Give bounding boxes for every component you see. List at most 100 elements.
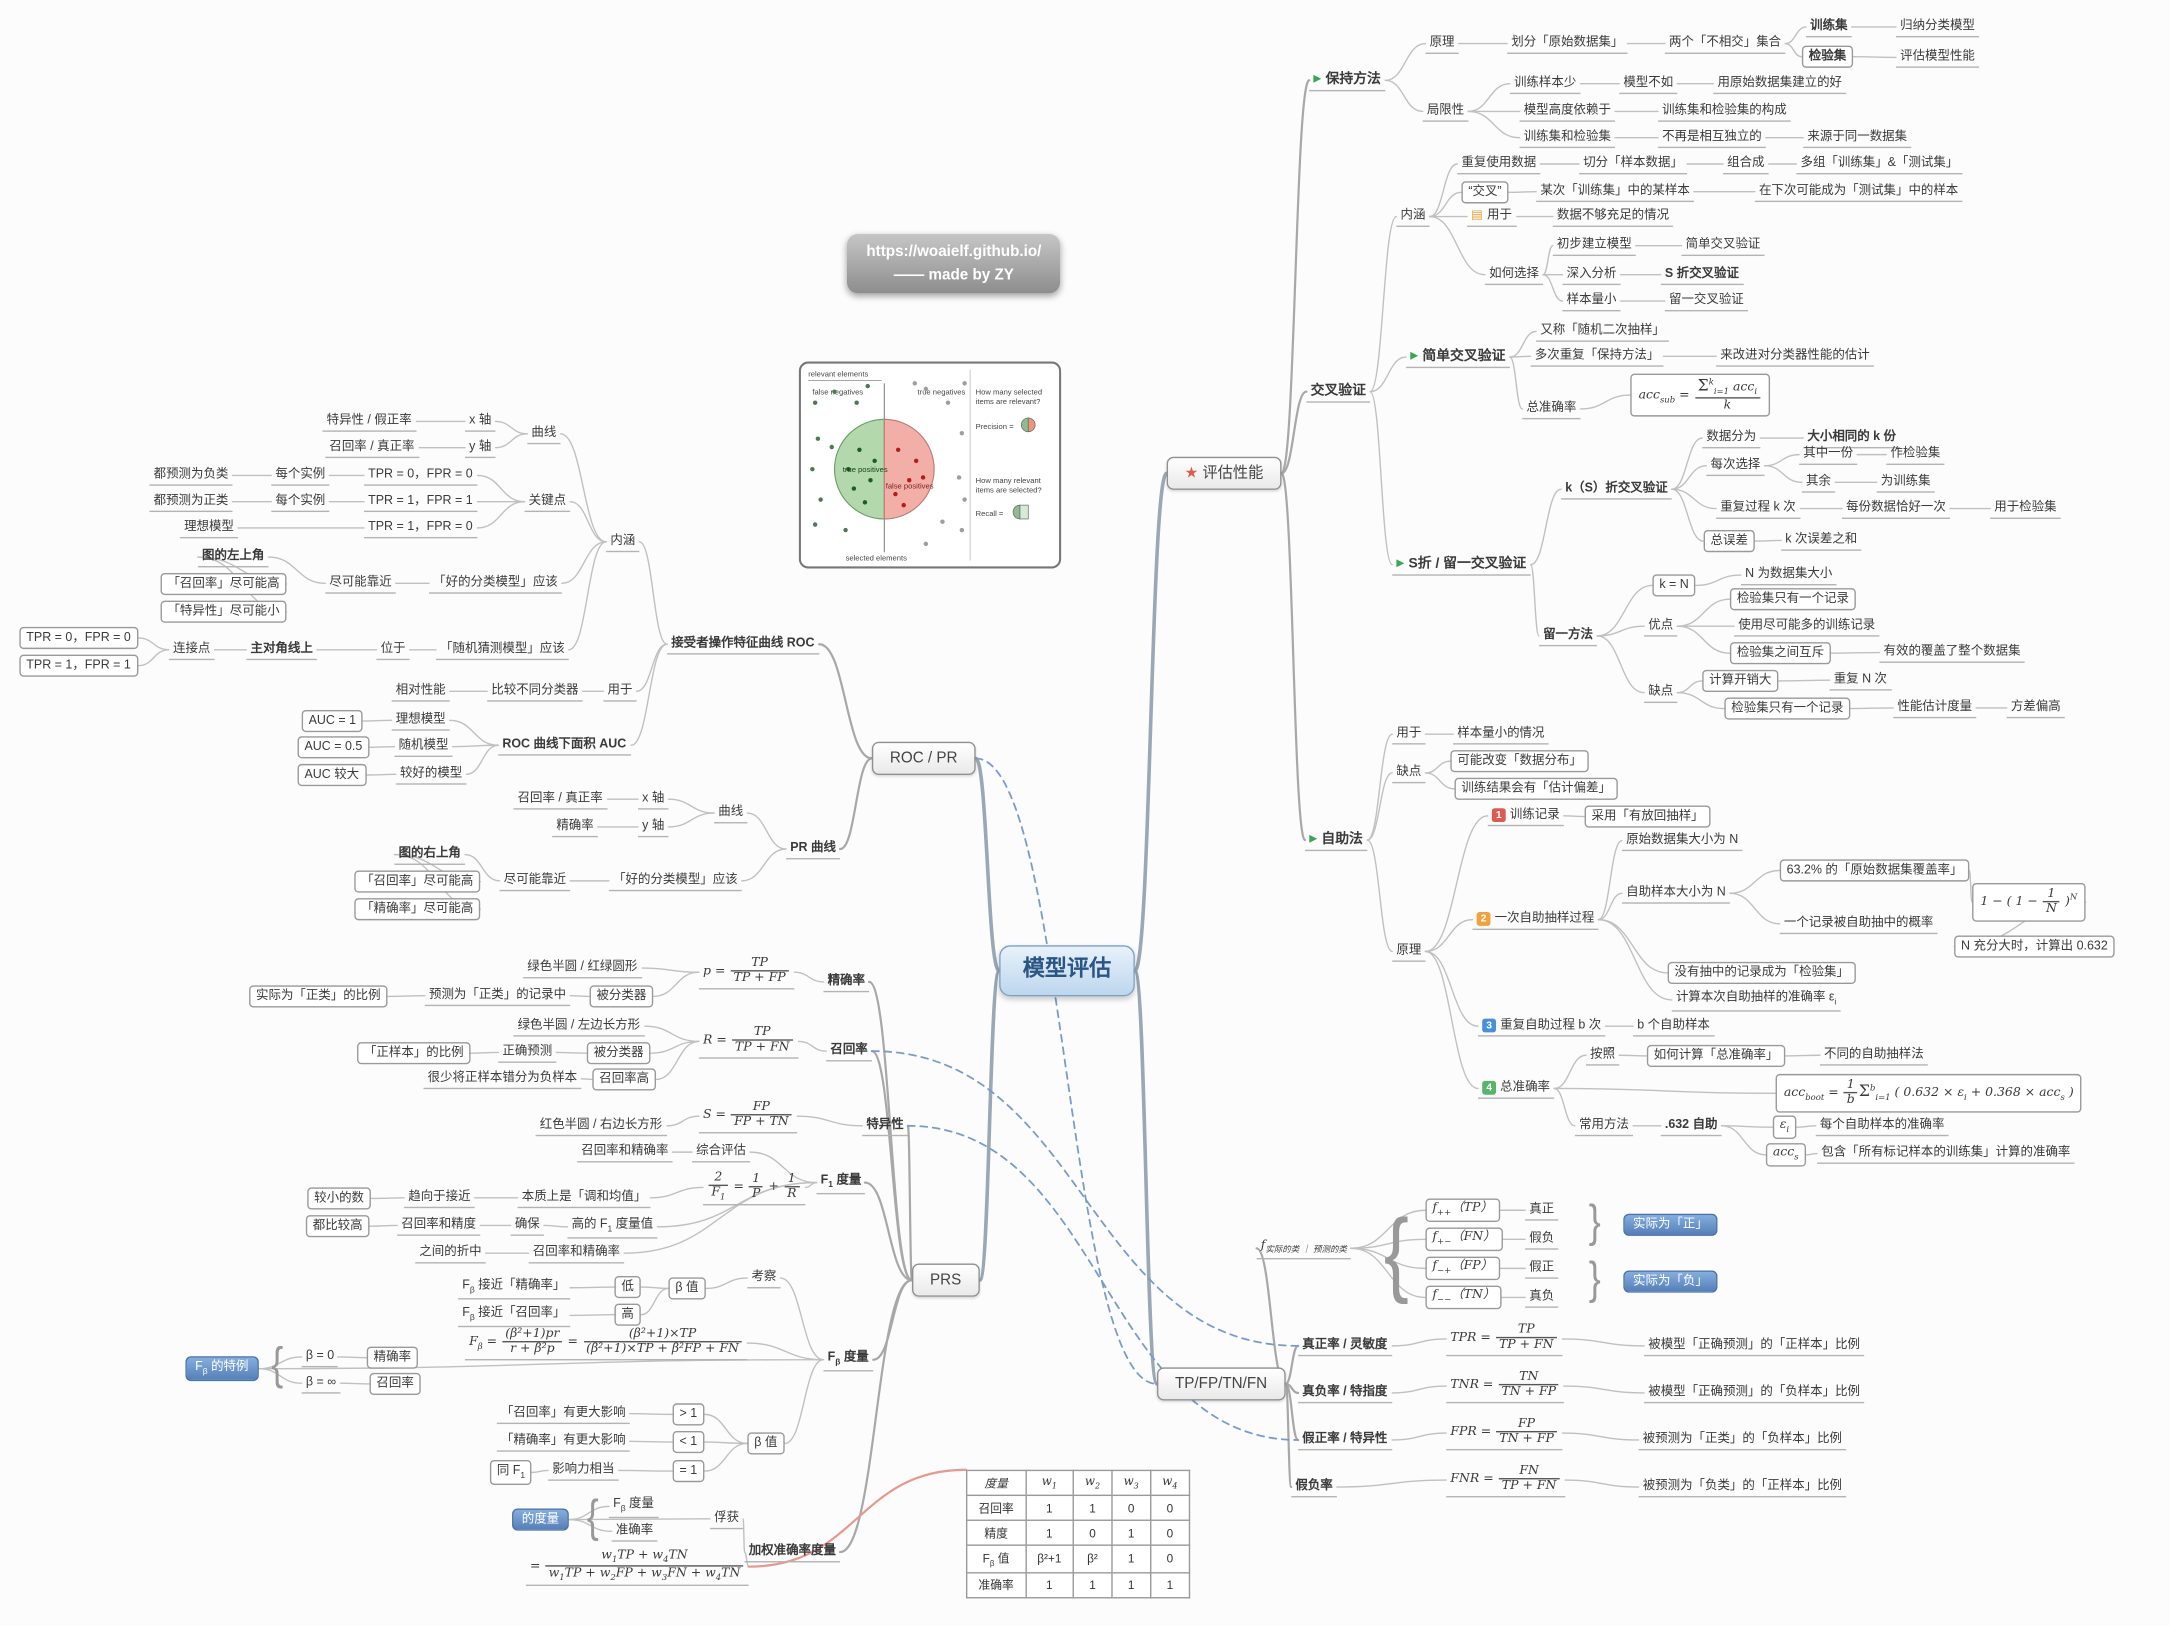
mindmap-node-t8[interactable]: 真负 xyxy=(1525,1287,1559,1308)
mindmap-node-center[interactable]: 模型评估 xyxy=(999,945,1135,997)
mindmap-node-r26[interactable]: TPR = 1，FPR = 1 xyxy=(19,654,138,677)
mindmap-node-z25[interactable]: 常用方法 xyxy=(1574,1115,1634,1136)
mindmap-node-p0[interactable]: PR 曲线 xyxy=(786,839,841,859)
mindmap-node-j0[interactable]: ▶简单交叉验证 xyxy=(1406,346,1510,369)
mindmap-node-z11[interactable]: 自助样本大小为 N xyxy=(1621,883,1730,904)
mindmap-node-q16[interactable]: 红色半圆 / 右边长方形 xyxy=(535,1115,667,1136)
mindmap-node-s9[interactable]: 重复过程 k 次 xyxy=(1716,498,1800,519)
mindmap-node-r21[interactable]: 「随机猜测模型」应该 xyxy=(435,639,569,660)
mindmap-node-p8[interactable]: 图的右上角 xyxy=(394,844,466,865)
mindmap-node-s12[interactable]: 总误差 xyxy=(1703,530,1755,552)
mindmap-node-tpfp[interactable]: TP/FP/TN/FN xyxy=(1156,1367,1286,1401)
mindmap-node-f4[interactable]: Fβ 接近「精确率」 xyxy=(458,1276,570,1300)
mindmap-node-p9[interactable]: 「召回率」尽可能高 xyxy=(354,870,481,893)
mindmap-node-b5[interactable]: 归纳分类模型 xyxy=(1895,17,1980,37)
mindmap-node-L7[interactable]: 有效的覆盖了整个数据集 xyxy=(1879,642,2025,663)
mindmap-node-L10[interactable]: 重复 N 次 xyxy=(1829,670,1892,691)
mindmap-node-r16[interactable]: 「好的分类模型」应该 xyxy=(429,573,562,594)
mindmap-node-q11[interactable]: 「正样本」的比例 xyxy=(357,1042,471,1064)
mindmap-node-t9[interactable]: 实际为「正」 xyxy=(1623,1213,1718,1236)
mindmap-node-f17[interactable]: 「精确率」有更大影响 xyxy=(496,1431,630,1452)
mindmap-node-x14[interactable]: 深入分析 xyxy=(1562,264,1621,285)
mindmap-node-q8[interactable]: 绿色半圆 / 左边长方形 xyxy=(513,1016,645,1037)
mindmap-node-z16[interactable]: 没有抽中的记录成为「检验集」 xyxy=(1667,961,1856,984)
mindmap-node-f13[interactable]: β 值 xyxy=(747,1432,785,1455)
mindmap-node-q13[interactable]: 很少将正样本错分为负样本 xyxy=(423,1068,582,1089)
mindmap-node-q5[interactable]: 实际为「正类」的比例 xyxy=(249,985,388,1008)
mindmap-node-b10[interactable]: 模型不如 xyxy=(1619,73,1678,94)
mindmap-node-z8[interactable]: 采用「有放回抽样」 xyxy=(1584,805,1711,828)
mindmap-node-t10[interactable]: 实际为「负」 xyxy=(1623,1270,1718,1293)
mindmap-node-z22[interactable]: 如何计算「总准确率」 xyxy=(1646,1044,1786,1067)
mindmap-node-x12[interactable]: 初步建立模型 xyxy=(1552,235,1636,256)
mindmap-node-j1[interactable]: 又称「随机二次抽样」 xyxy=(1536,321,1670,342)
mindmap-node-L3[interactable]: 优点 xyxy=(1644,616,1678,637)
mindmap-node-z17[interactable]: 计算本次自助抽样的准确率 εi xyxy=(1671,988,1841,1012)
mindmap-node-w1[interactable]: 俘获 xyxy=(709,1508,744,1529)
mindmap-node-L6[interactable]: 检验集之间互斥 xyxy=(1729,642,1831,664)
mindmap-node-r19[interactable]: 「召回率」尽可能高 xyxy=(160,572,287,595)
mindmap-node-q29[interactable]: 之间的折中 xyxy=(415,1243,486,1264)
mindmap-node-s6[interactable]: 作检验集 xyxy=(1886,444,1945,465)
mindmap-node-r28[interactable]: 比较不同分类器 xyxy=(487,681,583,702)
mindmap-node-prs[interactable]: PRS xyxy=(912,1263,980,1298)
mindmap-node-j4[interactable]: 总准确率 xyxy=(1522,399,1581,419)
mindmap-node-j3[interactable]: 来改进对分类器性能的估计 xyxy=(1716,346,1874,367)
mindmap-node-f14[interactable]: > 1 xyxy=(672,1403,705,1426)
mindmap-node-t5[interactable]: f−+（FP） xyxy=(1425,1256,1501,1280)
mindmap-node-b11[interactable]: 用原始数据集建立的好 xyxy=(1713,73,1847,94)
mindmap-node-q12[interactable]: 召回率高 xyxy=(592,1068,657,1091)
mindmap-node-z14[interactable]: N 充分大时，计算出 0.632 xyxy=(1954,935,2115,958)
mindmap-node-r10[interactable]: 都预测为负类 xyxy=(149,465,233,486)
mindmap-node-x0[interactable]: 交叉验证 xyxy=(1306,381,1371,403)
mindmap-node-z19[interactable]: b 个自助样本 xyxy=(1633,1016,1715,1037)
mindmap-node-z28[interactable]: 每个自助样本的准确率 xyxy=(1815,1115,1949,1136)
mindmap-node-q25[interactable]: 确保 xyxy=(510,1215,544,1236)
mindmap-node-q0[interactable]: 精确率 xyxy=(823,972,870,992)
mindmap-node-q22[interactable]: 趋向于接近 xyxy=(404,1187,475,1208)
mindmap-node-w0[interactable]: 加权准确率度量 xyxy=(744,1542,841,1563)
mindmap-node-r17[interactable]: 尽可能靠近 xyxy=(325,573,396,594)
mindmap-node-p7[interactable]: 尽可能靠近 xyxy=(499,870,571,891)
mindmap-node-z29[interactable]: accs xyxy=(1765,1143,1806,1167)
mindmap-node-x1[interactable]: 内涵 xyxy=(1396,206,1430,227)
mindmap-node-b9[interactable]: 训练样本少 xyxy=(1509,73,1581,94)
mindmap-node-q26[interactable]: 召回率和精度 xyxy=(397,1215,481,1236)
mindmap-node-s4[interactable]: 每次选择 xyxy=(1706,455,1765,476)
mindmap-node-s13[interactable]: k 次误差之和 xyxy=(1781,530,1862,551)
mindmap-node-p1[interactable]: 曲线 xyxy=(714,803,748,824)
mindmap-node-p10[interactable]: 「精确率」尽可能高 xyxy=(354,898,481,920)
mindmap-node-s8[interactable]: 为训练集 xyxy=(1876,472,1935,493)
mindmap-node-q27[interactable]: 都比较高 xyxy=(305,1215,370,1237)
mindmap-node-z2[interactable]: 样本量小的情况 xyxy=(1453,724,1549,745)
mindmap-node-r32[interactable]: AUC = 1 xyxy=(301,709,363,732)
mindmap-node-f1[interactable]: 考察 xyxy=(747,1268,781,1289)
mindmap-node-t4[interactable]: 假负 xyxy=(1525,1229,1559,1250)
mindmap-node-t20[interactable]: 假负率 xyxy=(1291,1477,1337,1497)
mindmap-node-t13[interactable]: 被模型「正确预测」的「正样本」比例 xyxy=(1644,1335,1865,1356)
mindmap-node-L4[interactable]: 检验集只有一个记录 xyxy=(1729,588,1856,610)
mindmap-node-b15[interactable]: 不再是相互独立的 xyxy=(1657,127,1766,148)
mindmap-node-b8[interactable]: 局限性 xyxy=(1422,101,1469,122)
mindmap-node-b12[interactable]: 模型高度依赖于 xyxy=(1519,101,1616,122)
mindmap-node-f18[interactable]: = 1 xyxy=(672,1460,705,1482)
mindmap-node-r18[interactable]: 图的左上角 xyxy=(197,547,269,567)
mindmap-node-b0[interactable]: ▶保持方法 xyxy=(1309,69,1386,92)
mindmap-node-r1[interactable]: 内涵 xyxy=(606,531,640,552)
mindmap-node-j2[interactable]: 多次重复「保持方法」 xyxy=(1530,346,1664,367)
mindmap-node-L0[interactable]: 留一方法 xyxy=(1538,626,1598,646)
mindmap-node-r13[interactable]: 都预测为正类 xyxy=(149,491,233,512)
mindmap-node-t6[interactable]: 假正 xyxy=(1525,1258,1559,1279)
mindmap-node-r30[interactable]: ROC 曲线下面积 AUC xyxy=(498,735,631,756)
mindmap-node-f15[interactable]: 「召回率」有更大影响 xyxy=(496,1403,630,1424)
mindmap-node-b14[interactable]: 训练集和检验集 xyxy=(1519,127,1616,148)
